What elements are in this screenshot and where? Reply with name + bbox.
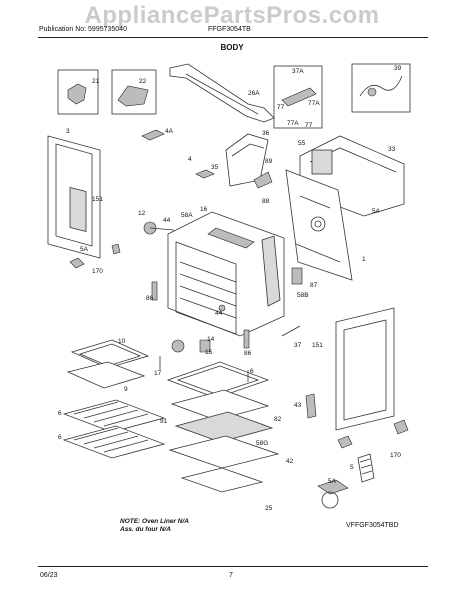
callout: 39 <box>394 65 402 72</box>
callout: 86 <box>244 350 252 357</box>
callout: 170 <box>390 452 401 459</box>
callout: 5A <box>328 478 336 485</box>
callout: 151 <box>92 196 103 203</box>
callout: 82 <box>274 416 282 423</box>
callout: 4A <box>165 128 173 135</box>
header-rule <box>38 37 428 38</box>
callout: 77 <box>277 104 285 111</box>
callout: 54 <box>372 208 380 215</box>
inset-box-39 <box>351 63 411 113</box>
watermark: AppliancePartsPros.com <box>84 2 380 29</box>
callout: 87 <box>310 282 318 289</box>
callout: 26A <box>248 90 260 97</box>
callout: 25 <box>265 505 273 512</box>
callout: 21 <box>92 78 100 85</box>
footer-rule <box>38 566 428 567</box>
callout: 43 <box>294 402 302 409</box>
callout: 77A <box>287 120 299 127</box>
callout: 58B <box>297 292 309 299</box>
callout: 3 <box>66 128 70 135</box>
note-line-1: NOTE: Oven Liner N/A <box>120 518 189 525</box>
callout: 16 <box>200 206 208 213</box>
callout: 5 <box>350 464 354 471</box>
callout: 33 <box>388 146 396 153</box>
callout: 44 <box>215 310 223 317</box>
callout: 4 <box>188 156 192 163</box>
callout: 170 <box>92 268 103 275</box>
oven-liner-note: NOTE: Oven Liner N/A Ass. du four N/A <box>120 518 189 534</box>
callout: 6 <box>250 368 254 375</box>
callout: 151 <box>312 342 323 349</box>
callout: 36 <box>262 130 270 137</box>
callout: 88 <box>262 198 270 205</box>
callout: 58G <box>256 440 269 447</box>
footer-date: 06/23 <box>40 572 58 579</box>
callout: 12 <box>138 210 146 217</box>
callout: 15 <box>205 349 213 356</box>
callout: 91 <box>160 418 168 425</box>
page-number: 7 <box>229 572 233 579</box>
callout: 1 <box>362 256 366 263</box>
callout: 17 <box>154 370 162 377</box>
callout: 58A <box>181 212 193 219</box>
diagram-code: VFFGF3054TBD <box>346 522 399 529</box>
publication-number: Publication No: 5995735040 <box>39 26 127 33</box>
model-number: FFGF3054TB <box>208 26 251 33</box>
note-line-2: Ass. du four N/A <box>120 526 171 533</box>
callout: 37 <box>294 342 302 349</box>
callout: 5A <box>80 246 88 253</box>
page-title: BODY <box>220 43 244 52</box>
callout: 6 <box>58 434 62 441</box>
callout: 55 <box>298 140 306 147</box>
callout: 77 <box>305 122 313 129</box>
callout: 37A <box>292 68 304 75</box>
callout: 9 <box>124 386 128 393</box>
callout: 42 <box>286 458 294 465</box>
callout: 6 <box>58 410 62 417</box>
callout: 14 <box>207 336 215 343</box>
callout: 10 <box>118 338 126 345</box>
callout: 22 <box>139 78 147 85</box>
callout: 35 <box>211 164 219 171</box>
callout: 89 <box>265 158 273 165</box>
callout: 86 <box>146 295 154 302</box>
callout: 77A <box>308 100 320 107</box>
callout: 44 <box>163 217 171 224</box>
